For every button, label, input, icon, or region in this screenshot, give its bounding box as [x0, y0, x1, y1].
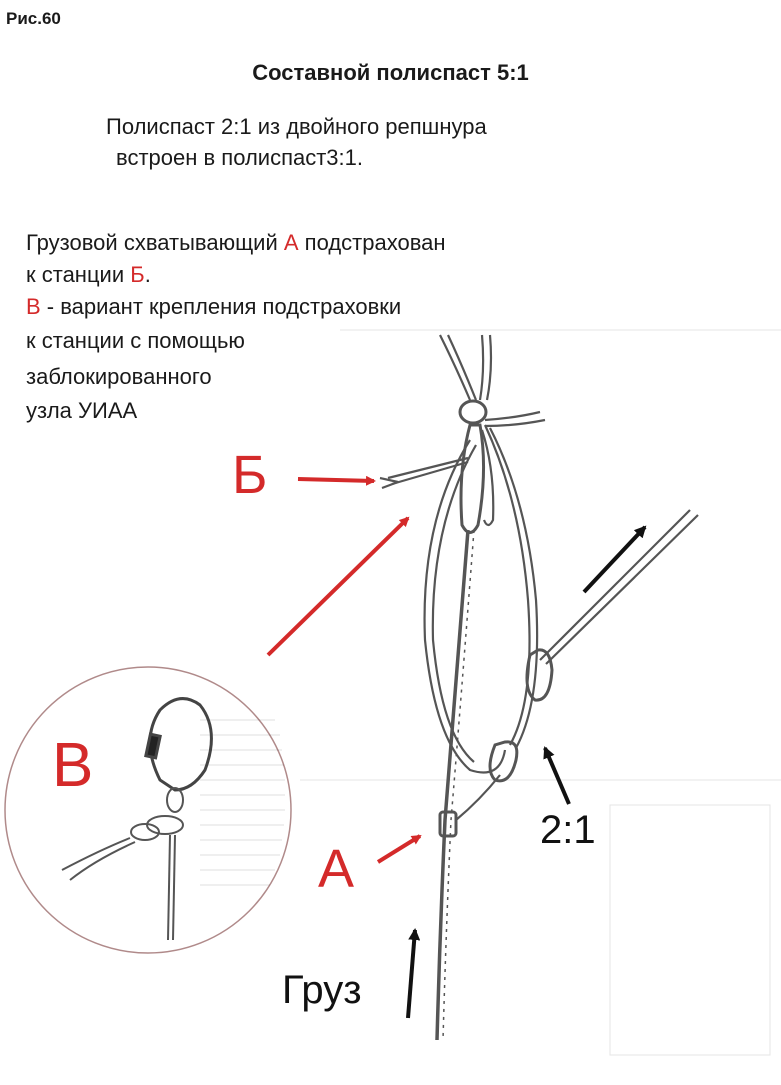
- arrow-haul-direction: [582, 525, 647, 594]
- description-line-6: узла УИАА: [26, 398, 138, 423]
- description-line-3: В - вариант крепления подстраховки: [26, 292, 401, 322]
- black-arrows: [406, 525, 647, 1019]
- description-text: подстрахован: [298, 230, 446, 255]
- label-ratio: 2:1: [540, 808, 596, 852]
- description-text: к станции: [26, 262, 131, 287]
- inset-ghost-text: [200, 719, 285, 886]
- description-line-1: Грузовой схватывающий А подстрахован: [26, 228, 446, 258]
- arrow-to-b: [297, 475, 376, 486]
- label-a: А: [318, 839, 355, 899]
- mark-b-inline: Б: [130, 262, 145, 287]
- figure-label: Рис.60: [6, 9, 61, 28]
- background-page-ghost: [300, 329, 781, 1056]
- mark-v-inline: В: [26, 294, 41, 319]
- red-arrows: [266, 475, 422, 864]
- label-v: В: [52, 731, 94, 800]
- subtitle-line-2: встроен в полиспаст3:1.: [116, 145, 363, 170]
- arrow-load: [406, 928, 421, 1019]
- label-load: Груз: [282, 968, 362, 1012]
- inset-circle-uiaa: [4, 666, 292, 954]
- description-line-4: к станции с помощью: [26, 328, 245, 353]
- description-text: Грузовой схватывающий: [26, 230, 284, 255]
- description-line-5: заблокированного: [26, 364, 212, 389]
- description-text: - вариант крепления подстраховки: [40, 294, 402, 319]
- subtitle-line-1: Полиспаст 2:1 из двойного репшнура: [106, 114, 487, 139]
- inset-knot: [61, 787, 184, 941]
- description-line-2: к станции Б.: [26, 260, 151, 290]
- arrow-2to1: [543, 746, 571, 805]
- arrow-to-a: [376, 834, 422, 864]
- mark-a-inline: А: [283, 230, 299, 255]
- label-b: Б: [232, 445, 268, 505]
- diagram-title: Составной полиспаст 5:1: [252, 60, 529, 85]
- description-text: .: [144, 262, 151, 287]
- inset-carabiner: [144, 697, 213, 792]
- arrow-to-backup: [266, 516, 410, 657]
- rope-system: [379, 334, 699, 1041]
